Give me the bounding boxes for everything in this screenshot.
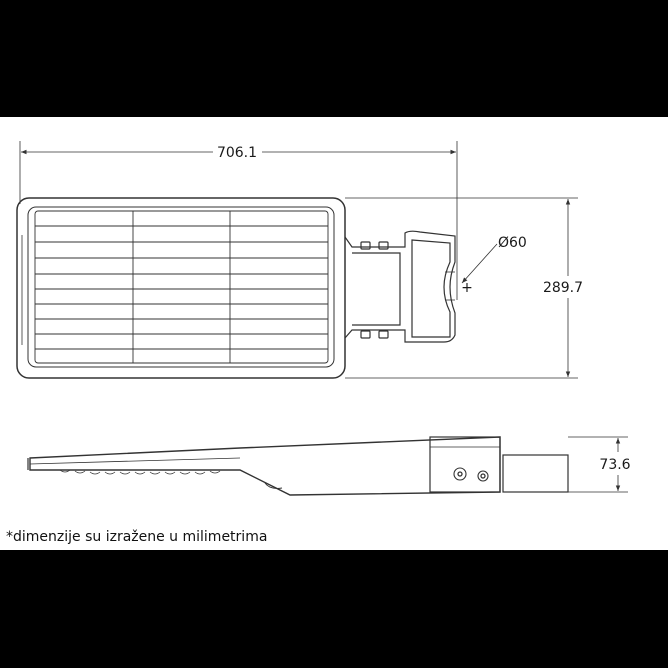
drawing-sheet: 706.1 289.7 Ø60 +: [0, 117, 668, 550]
side-hinge-curve: [264, 482, 283, 489]
bracket-housing: [429, 436, 501, 493]
center-mark: +: [461, 280, 473, 296]
side-body-outline: [29, 436, 501, 496]
technical-drawing: 706.1 289.7 Ø60 +: [16, 141, 631, 496]
solar-panel-grid: [34, 210, 329, 364]
housing-outline: [16, 197, 346, 379]
adjustment-bolt-2-center: [480, 473, 486, 479]
units-note: *dimenzije su izražene u milimetrima: [6, 529, 268, 545]
side-body-edge: [29, 457, 241, 465]
width-dimension-label: 706.1: [217, 145, 257, 161]
side-view: [27, 436, 628, 496]
pole-clamp: [502, 454, 569, 493]
mounting-bracket: [344, 230, 456, 343]
panel-outline: [27, 206, 335, 368]
top-view: [16, 141, 578, 379]
pole-diameter-label: Ø60: [498, 235, 527, 251]
adjustment-bolt-2: [477, 470, 489, 482]
height-dimension-label: 289.7: [543, 280, 583, 296]
pole-diameter-leader: [461, 243, 498, 284]
adjustment-bolt-1: [453, 467, 467, 481]
adjustment-bolt-1-center: [457, 471, 463, 477]
led-lens-ridges: [59, 469, 221, 475]
depth-dimension-label: 73.6: [599, 457, 630, 473]
